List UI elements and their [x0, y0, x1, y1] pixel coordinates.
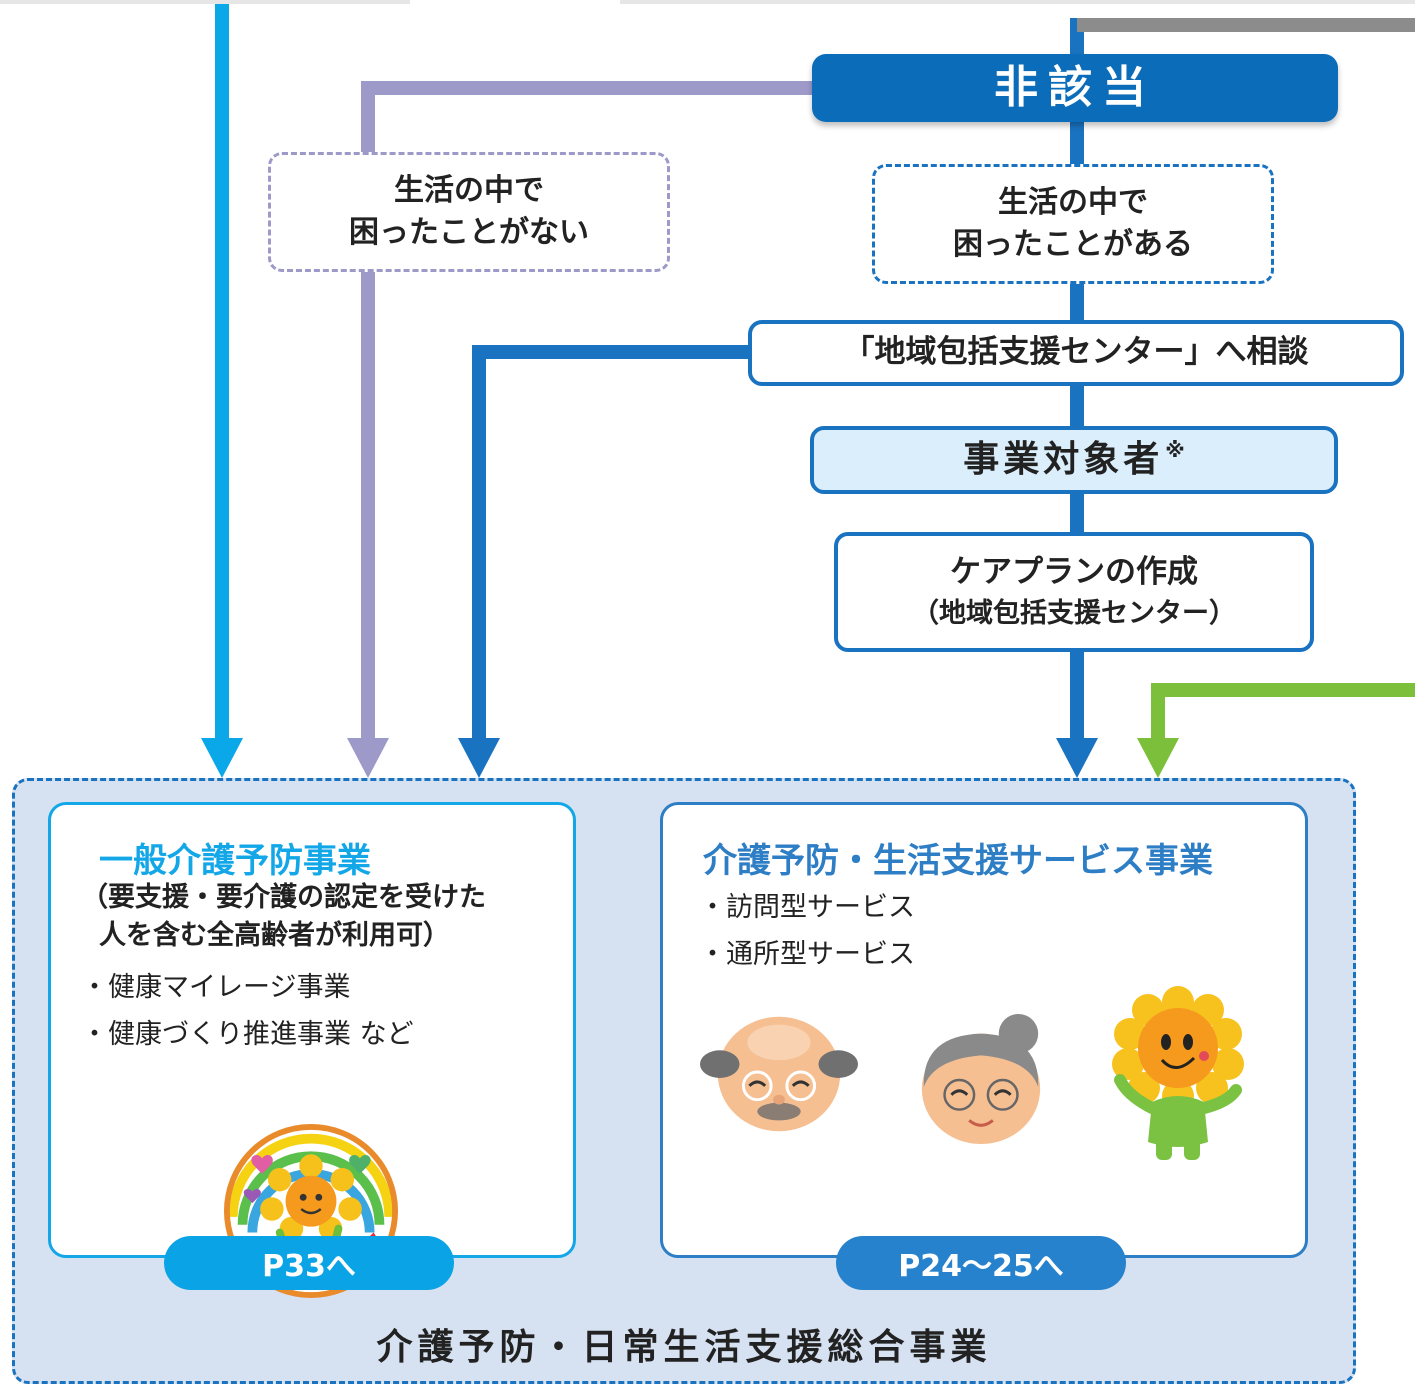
lavender-arrow-head [347, 738, 389, 778]
consult-node: 「地域包括支援センター」へ相談 [748, 320, 1404, 386]
consult-arrow-head [458, 738, 500, 778]
has-trouble-line-2: 困ったことがある [953, 227, 1193, 262]
green-arrow-head [1137, 738, 1179, 778]
jigyo-taishosha-node: 事業対象者※ [810, 426, 1338, 494]
no-trouble-line-2: 困ったことがない [349, 215, 589, 250]
jigyo-taishosha-label: 事業対象者 [963, 438, 1164, 480]
list-item: ・健康マイレージ事業 [81, 972, 351, 1003]
top-frame-edge-left [0, 0, 410, 4]
page-link-p33-button[interactable]: P33へ [164, 1236, 454, 1290]
sougou-jigyo-label-text: 介護予防・日常生活支援総合事業 [376, 1327, 992, 1368]
careplan-line-2: （地域包括支援センター） [912, 597, 1236, 629]
no-trouble-line-1: 生活の中で [394, 173, 544, 208]
hi-gaitou-node: 非該当 [812, 54, 1338, 122]
list-item: ・訪問型サービス [699, 892, 915, 923]
jigyo-note-mark: ※ [1165, 437, 1185, 462]
lavender-flow-line [361, 81, 822, 740]
list-item: ・健康づくり推進事業 など [81, 1019, 414, 1050]
page-link-p24-25-button[interactable]: P24～25へ [836, 1236, 1126, 1290]
page-link-p33-label: P33へ [262, 1249, 356, 1284]
service-panel-list: ・訪問型サービス ・通所型サービス [699, 885, 915, 979]
careplan-node: ケアプランの作成 （地域包括支援センター） [834, 532, 1314, 652]
general-kaigo-yobo-panel: 一般介護予防事業 （要支援・要介護の認定を受けた 人を含む全高齢者が利用可） ・… [48, 802, 576, 1299]
main-arrow-head [1056, 738, 1098, 778]
sougou-jigyo-label: 介護予防・日常生活支援総合事業 [12, 1316, 1356, 1372]
general-note-line-1: （要支援・要介護の認定を受けた [81, 882, 486, 913]
careplan-line-1: ケアプランの作成 [950, 554, 1198, 591]
general-panel-list: ・健康マイレージ事業 ・健康づくり推進事業 など [81, 965, 414, 1059]
sunflower-mascot-icon [1112, 986, 1244, 1160]
service-panel-title: 介護予防・生活支援サービス事業 [703, 841, 1213, 881]
cyan-arrow-head [201, 738, 243, 778]
has-trouble-line-1: 生活の中で [998, 185, 1148, 220]
page-link-p24-25-label: P24～25へ [898, 1249, 1064, 1284]
consult-label: 「地域包括支援センター」へ相談 [843, 334, 1309, 371]
list-item: ・通所型サービス [699, 939, 915, 970]
general-panel-title: 一般介護予防事業 [99, 841, 371, 881]
hi-gaitou-label: 非該当 [994, 62, 1156, 114]
general-panel-note: （要支援・要介護の認定を受けた 人を含む全高齢者が利用可） [81, 879, 486, 955]
grandfather-illustration-icon [700, 1016, 858, 1132]
general-note-line-2: 人を含む全高齢者が利用可） [99, 919, 450, 951]
green-flow-line [1151, 683, 1415, 740]
consult-to-general-line [472, 345, 760, 740]
top-frame-edge-right [620, 0, 1415, 4]
has-trouble-node: 生活の中で 困ったことがある [872, 164, 1274, 284]
no-trouble-node: 生活の中で 困ったことがない [268, 152, 670, 272]
grandmother-illustration-icon [921, 1013, 1041, 1145]
